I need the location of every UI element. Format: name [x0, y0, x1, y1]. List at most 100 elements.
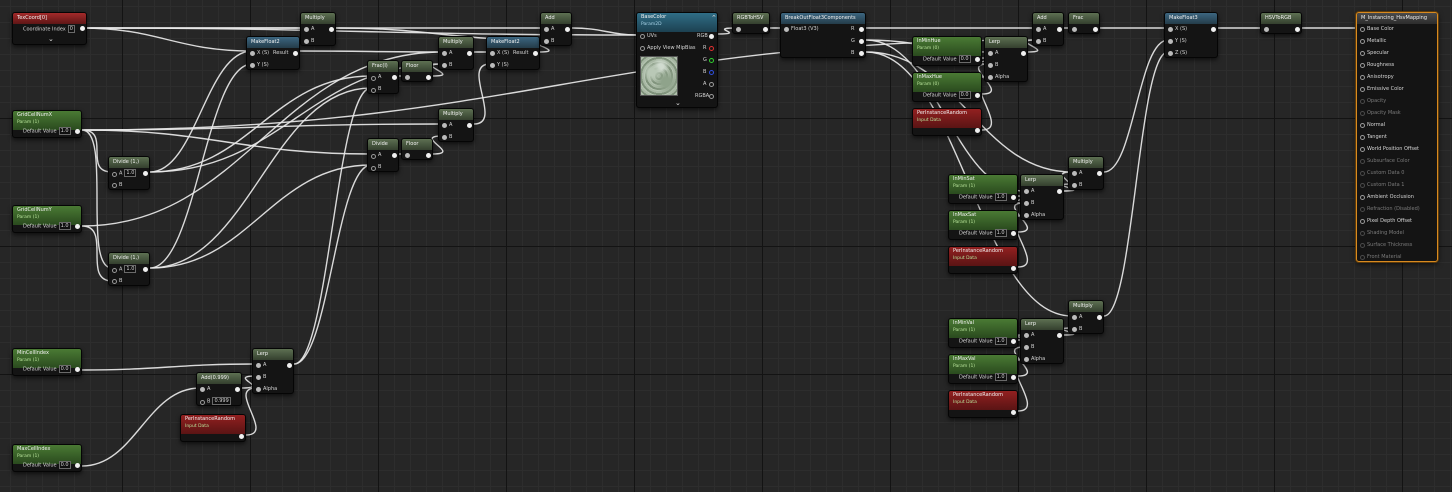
output-pin[interactable] — [467, 123, 472, 128]
input-pin-b[interactable] — [1024, 201, 1029, 206]
input-pin-a[interactable] — [1024, 189, 1029, 194]
input-pin-z[interactable] — [1168, 51, 1173, 56]
wire[interactable] — [81, 129, 113, 269]
material-input-pin[interactable] — [1360, 159, 1365, 164]
material-input-pin[interactable] — [1360, 219, 1365, 224]
coordinate-index-value[interactable]: 0 — [67, 25, 75, 33]
material-input-pin[interactable] — [1360, 183, 1365, 188]
output-pin[interactable] — [1057, 27, 1062, 32]
input-pin-b[interactable] — [442, 135, 447, 140]
input-pin-b[interactable] — [371, 88, 376, 93]
input-pin-a[interactable] — [1072, 171, 1077, 176]
wire[interactable] — [571, 27, 641, 36]
node-frac-2[interactable]: Frac — [1068, 12, 1100, 34]
wire[interactable] — [1103, 39, 1169, 173]
material-input-pin[interactable] — [1360, 27, 1365, 32]
node-floor-1[interactable]: Floor — [401, 60, 433, 82]
node-makefloat2-b[interactable]: MakeFloat2 X (S) Result Y (S) — [486, 36, 540, 70]
input-pin-alpha[interactable] — [1024, 213, 1029, 218]
output-pin[interactable] — [235, 387, 240, 392]
input-pin-y[interactable] — [250, 63, 255, 68]
material-input-pin[interactable] — [1360, 51, 1365, 56]
input-pin-mips[interactable] — [640, 46, 645, 51]
node-multiply-sat[interactable]: Multiply A B — [1068, 156, 1104, 190]
material-input-pin[interactable] — [1360, 171, 1365, 176]
input-pin-x[interactable] — [1168, 27, 1173, 32]
material-input-pin[interactable] — [1360, 231, 1365, 236]
material-input-pin[interactable] — [1360, 207, 1365, 212]
node-rgbtohsv[interactable]: RGBToHSV — [732, 12, 770, 34]
input-pin-a[interactable] — [200, 387, 205, 392]
material-input-pin[interactable] — [1360, 99, 1365, 104]
output-pin[interactable] — [426, 153, 431, 158]
wire[interactable] — [149, 164, 372, 269]
input-pin-b[interactable] — [988, 63, 993, 68]
input-pin-a[interactable] — [256, 363, 261, 368]
material-input-pin[interactable] — [1360, 111, 1365, 116]
output-pin[interactable] — [1011, 375, 1016, 380]
input-pin-alpha[interactable] — [256, 387, 261, 392]
node-lerp-val[interactable]: Lerp A B Alpha — [1020, 318, 1064, 364]
output-pin[interactable] — [1093, 27, 1098, 32]
output-pin[interactable] — [75, 463, 80, 468]
default-value[interactable]: 0.0 — [58, 461, 71, 469]
input-pin-a[interactable] — [1024, 333, 1029, 338]
input-pin-b[interactable] — [200, 400, 205, 405]
pin-a-value[interactable]: 1.0 — [124, 265, 137, 273]
wire[interactable] — [241, 375, 257, 389]
output-pin-a[interactable] — [709, 82, 714, 87]
input-pin-b[interactable] — [112, 279, 117, 284]
node-lerp-hue[interactable]: Lerp A B Alpha — [984, 36, 1028, 82]
output-pin[interactable] — [143, 267, 148, 272]
default-value[interactable]: 1.0 — [58, 222, 71, 230]
output-pin[interactable] — [75, 129, 80, 134]
output-pin[interactable] — [329, 27, 334, 32]
output-pin-b[interactable] — [859, 51, 864, 56]
input-pin-a[interactable] — [988, 51, 993, 56]
default-value[interactable]: 0.0 — [958, 55, 971, 63]
output-pin[interactable] — [1211, 27, 1216, 32]
wire[interactable] — [149, 75, 372, 173]
default-value[interactable]: 1.0 — [994, 193, 1007, 201]
output-pin[interactable] — [1011, 410, 1016, 415]
wire[interactable] — [149, 50, 253, 173]
wire[interactable] — [81, 129, 113, 173]
material-input-pin[interactable] — [1360, 123, 1365, 128]
input-pin-b[interactable] — [371, 166, 376, 171]
output-pin[interactable] — [1097, 315, 1102, 320]
input-pin-b[interactable] — [112, 183, 117, 188]
default-value[interactable]: 0.0 — [958, 91, 971, 99]
wire[interactable] — [299, 50, 443, 53]
input-pin-y[interactable] — [490, 63, 495, 68]
output-pin-rgba[interactable] — [709, 94, 714, 99]
default-value[interactable]: 1.0 — [994, 373, 1007, 381]
output-pin[interactable] — [1057, 333, 1062, 338]
output-pin[interactable] — [1011, 339, 1016, 344]
output-pin[interactable] — [287, 363, 292, 368]
input-pin-b[interactable] — [256, 375, 261, 380]
node-makefloat3[interactable]: MakeFloat3 X (S) Y (S) Z (S) — [1164, 12, 1218, 58]
node-add-1[interactable]: Add A B — [540, 12, 572, 46]
input-pin-x[interactable] — [250, 51, 255, 56]
pin-a-value[interactable]: 1.0 — [124, 169, 137, 177]
input-pin[interactable] — [736, 27, 741, 32]
output-pin[interactable] — [80, 26, 85, 31]
input-pin-alpha[interactable] — [988, 75, 993, 80]
input-pin-a[interactable] — [544, 27, 549, 32]
input-pin-b[interactable] — [544, 39, 549, 44]
wire[interactable] — [473, 63, 491, 125]
chevron-down-icon[interactable]: ⌄ — [675, 99, 681, 107]
pin-b-value[interactable]: 0.999 — [212, 397, 231, 405]
input-pin-y[interactable] — [1168, 39, 1173, 44]
material-input-pin[interactable] — [1360, 135, 1365, 140]
node-floor-2[interactable]: Floor — [401, 138, 433, 160]
default-value[interactable]: 0.0 — [58, 365, 71, 373]
material-input-pin[interactable] — [1360, 255, 1365, 260]
node-makefloat2-a[interactable]: MakeFloat2 X (S) Result Y (S) — [246, 36, 300, 70]
